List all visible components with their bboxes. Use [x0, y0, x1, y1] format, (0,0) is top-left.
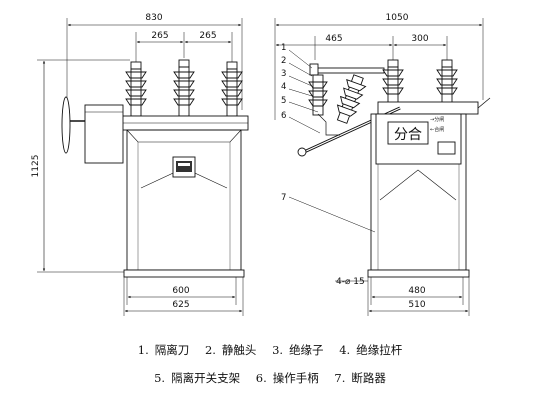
legend-item-4: 4.绝缘拉杆	[339, 343, 403, 357]
callout-3: 3	[281, 69, 286, 79]
dim-side-base-outer: 510	[408, 300, 425, 310]
dim-front-width: 830	[145, 13, 162, 23]
dim-side-base-inner: 480	[408, 286, 425, 296]
side-view	[274, 18, 491, 316]
dim-spacing-left: 265	[151, 31, 168, 41]
front-handwheel	[61, 96, 71, 154]
dim-front-base-inner: 600	[172, 286, 189, 296]
side-insulator-1	[382, 59, 404, 106]
side-base	[367, 269, 470, 278]
callout-6: 6	[281, 111, 286, 121]
panel-arrow-bottom: ←合闸	[430, 126, 444, 133]
front-base	[123, 269, 245, 278]
callout-5: 5	[281, 96, 286, 106]
legend-item-3: 3.绝缘子	[272, 343, 324, 357]
side-disconnector-blade	[311, 67, 385, 74]
front-mechanism-box	[84, 104, 124, 164]
side-post-insulator	[308, 74, 328, 116]
panel-badge: 分合	[394, 127, 422, 143]
legend-row-1: 1.隔离刀 2.静触头 3.绝缘子 4.绝缘拉杆	[0, 342, 540, 358]
dim-side-width: 1050	[386, 13, 409, 23]
callout-4: 4	[281, 82, 286, 92]
front-insulator-3	[221, 61, 243, 117]
dim-spacing-right: 265	[199, 31, 216, 41]
legend-item-1: 1.隔离刀	[137, 343, 190, 357]
dim-side-offset-left: 465	[325, 34, 342, 44]
legend-item-5: 5.隔离开关支架	[154, 371, 241, 385]
callout-2: 2	[281, 56, 286, 66]
front-main-body	[126, 129, 242, 271]
front-insulator-1	[125, 61, 147, 117]
side-insulating-rod	[336, 74, 367, 124]
callout-7: 7	[281, 193, 286, 203]
legend-row-2: 5.隔离开关支架 6.操作手柄 7.断路器	[0, 370, 540, 386]
dim-front-height: 1125	[31, 155, 41, 178]
side-badge-box	[387, 121, 429, 145]
legend-item-7: 7.断路器	[334, 371, 386, 385]
dim-side-offset-right: 300	[411, 34, 428, 44]
dim-mounting-holes: 4-⌀ 15	[336, 277, 365, 287]
front-insulator-2	[173, 59, 195, 117]
callout-1: 1	[281, 43, 286, 53]
dim-front-base-outer: 625	[172, 300, 189, 310]
legend-item-6: 6.操作手柄	[255, 371, 319, 385]
panel-arrow-top: →分闸	[430, 116, 444, 123]
side-insulator-2	[436, 59, 458, 106]
legend-item-2: 2.静触头	[204, 343, 257, 357]
front-view	[37, 18, 249, 316]
